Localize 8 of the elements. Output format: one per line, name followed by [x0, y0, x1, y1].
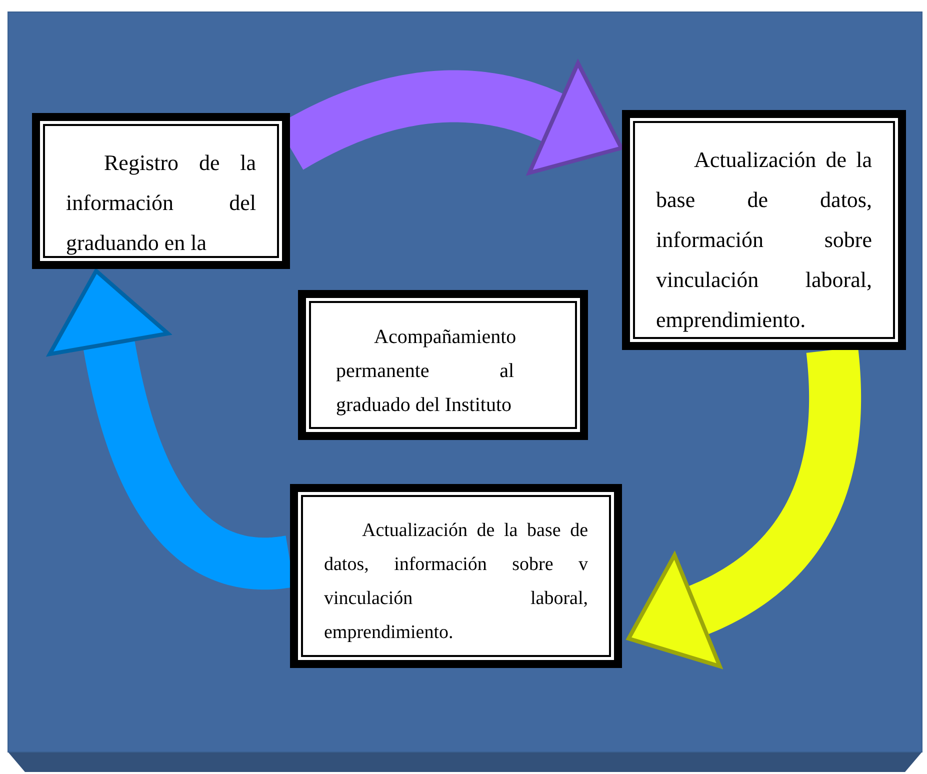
text-box — [32, 113, 290, 269]
box-text: Acompañamiento permanente al graduado del Instituto — [336, 325, 514, 418]
box-text: Registro de la información del graduando en la — [66, 149, 256, 257]
box-text: Actualización de la base de datos, información sobre vinculación laboral, emprendimiento. — [656, 146, 872, 334]
text-box — [622, 110, 906, 350]
text-box — [298, 290, 588, 440]
text-box — [290, 484, 622, 668]
box-text: Actualización de la base de datos, información sobre v vinculación laboral, emprendimiento. — [324, 519, 588, 645]
